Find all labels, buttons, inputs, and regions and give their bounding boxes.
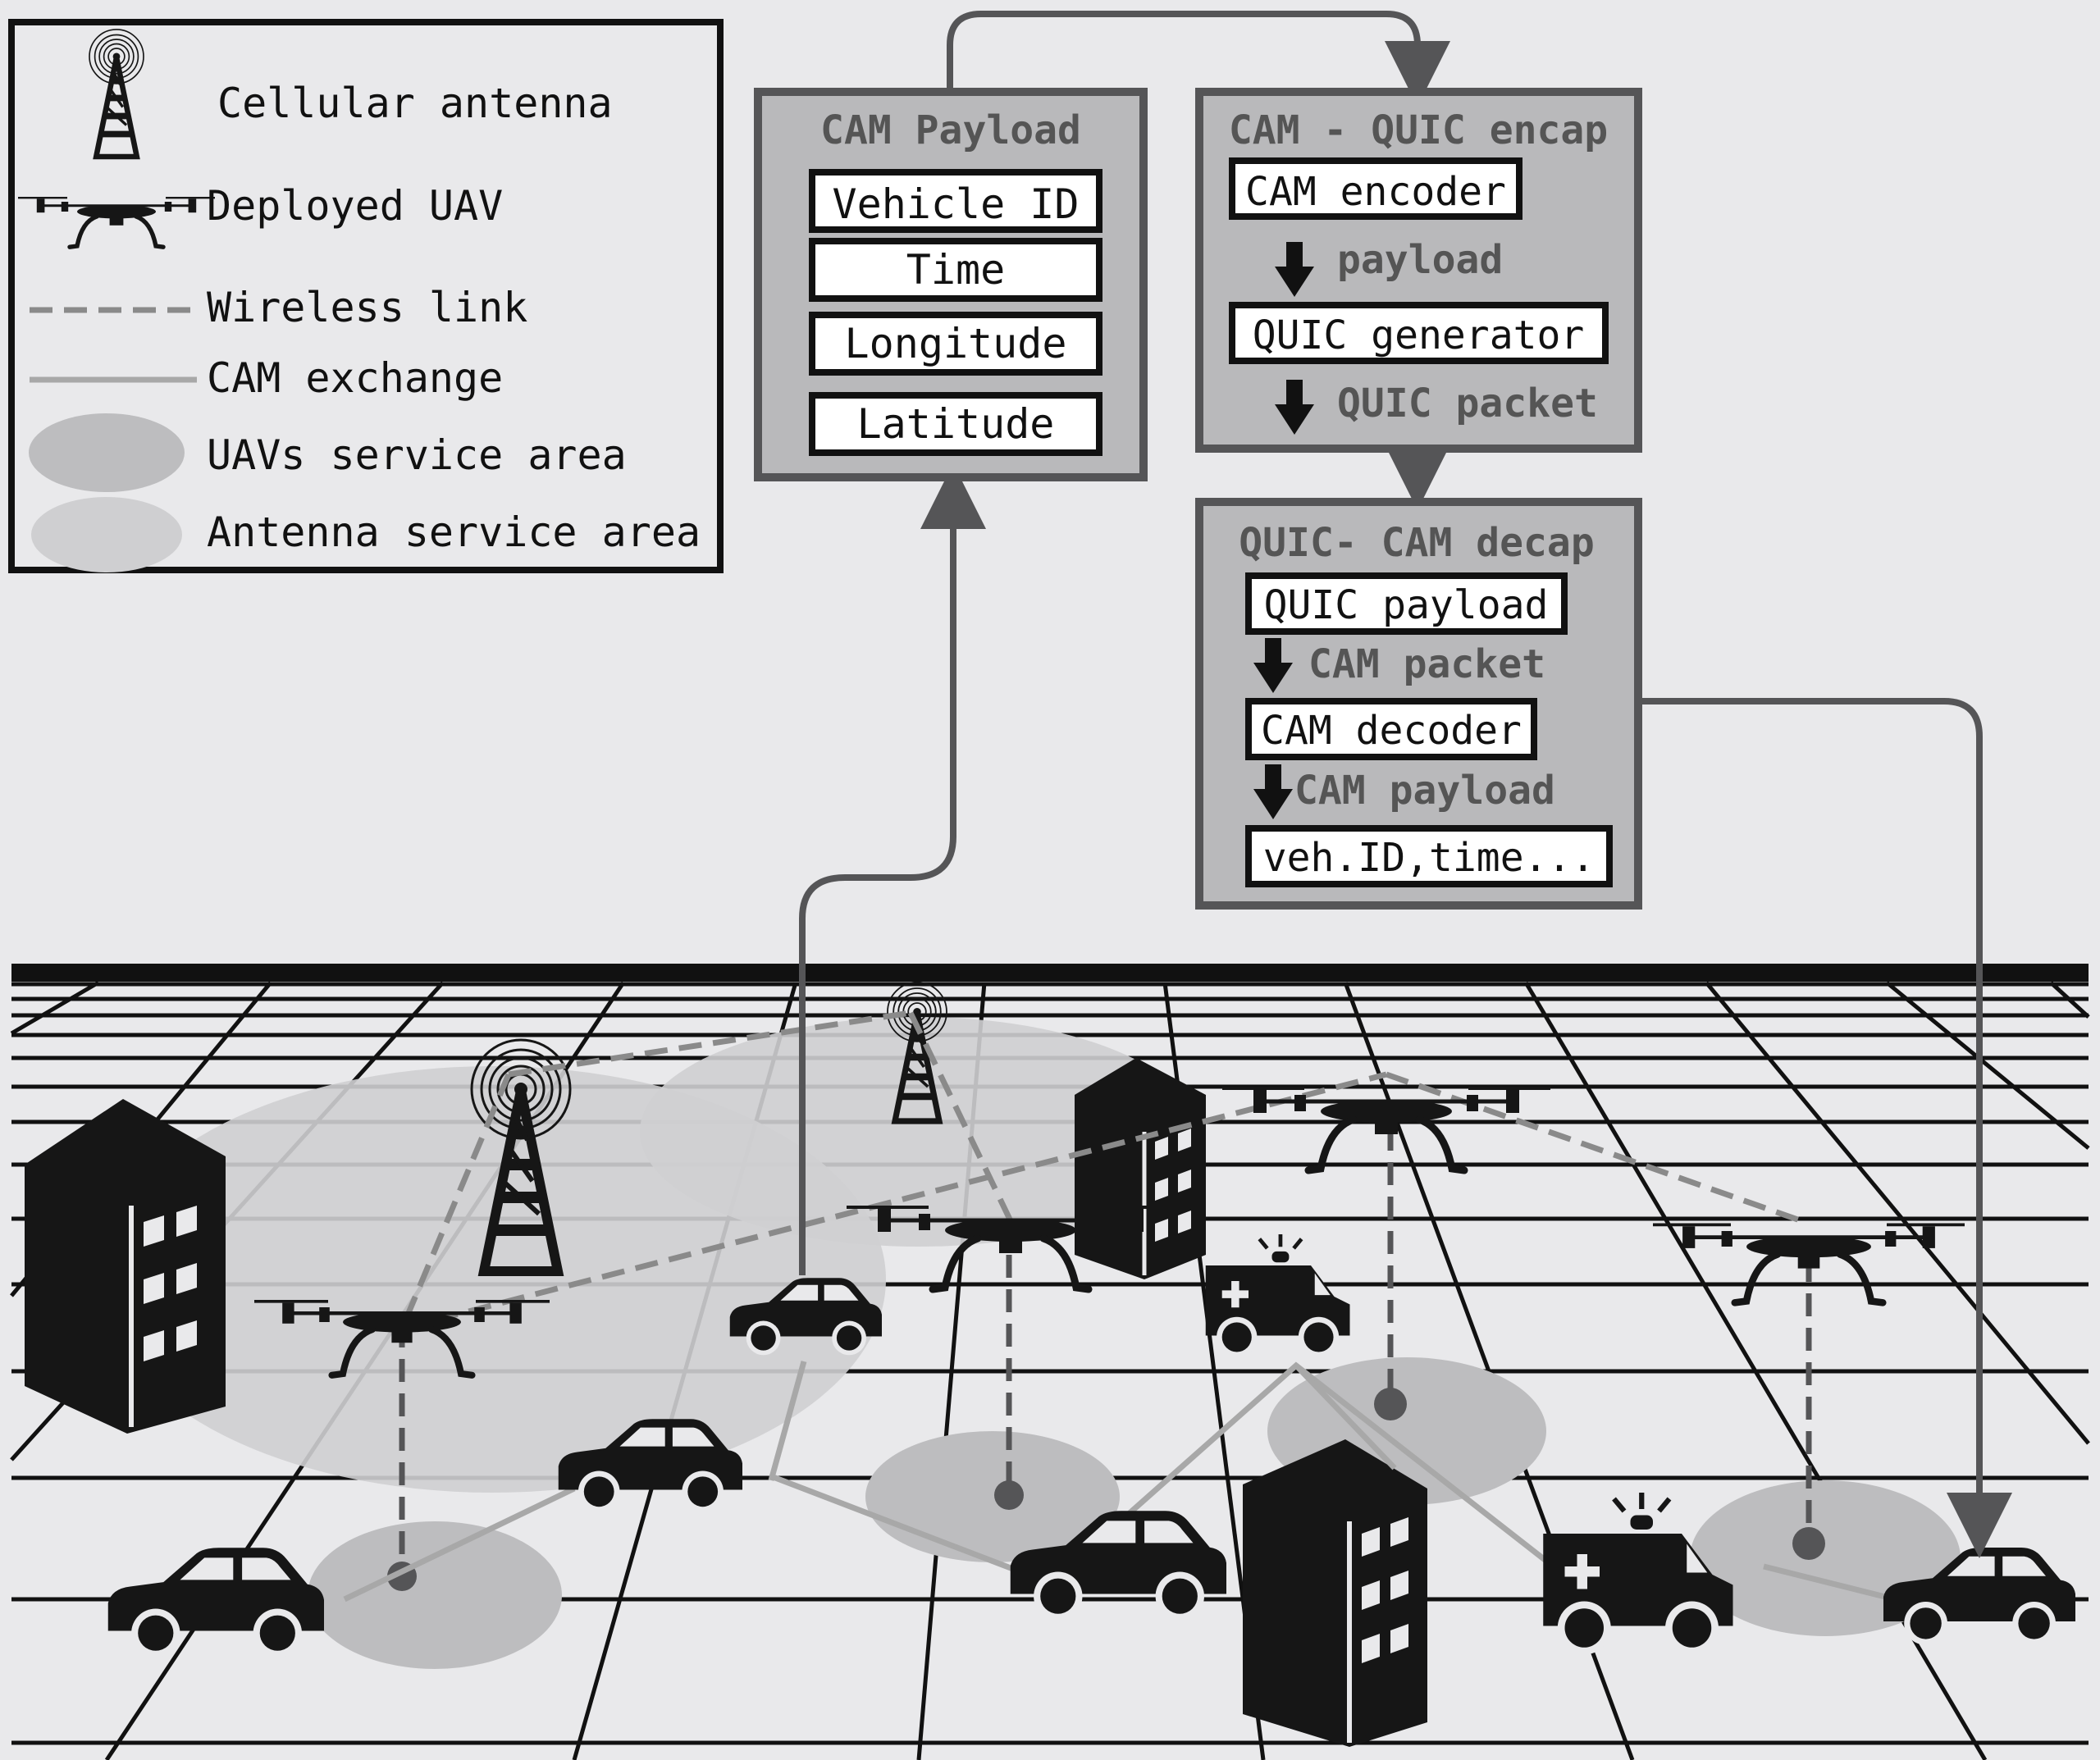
cam-payload-title: CAM Payload xyxy=(820,107,1081,153)
cam-payload-box: CAM Payload Vehicle ID Time Longitude La… xyxy=(754,88,1148,481)
legend-label-wireless: Wireless link xyxy=(207,284,527,331)
legend-label-uav: Deployed UAV xyxy=(207,182,503,230)
ambulance-icon xyxy=(1543,1493,1732,1655)
legend-label-antenna: Cellular antenna xyxy=(217,80,613,127)
wireless-links xyxy=(399,1010,1812,1575)
cellular-antenna-icon xyxy=(89,30,144,157)
building xyxy=(1075,1058,1206,1279)
encap-step-payload: payload xyxy=(1337,237,1503,283)
building xyxy=(25,1099,226,1434)
decap-box: QUIC- CAM decap QUIC payload CAM packet … xyxy=(1195,498,1642,910)
decap-box-cam-decoder: CAM decoder xyxy=(1261,708,1522,754)
uav-service-area-ellipse xyxy=(29,413,185,492)
encap-title: CAM - QUIC encap xyxy=(1229,107,1608,153)
building xyxy=(1243,1439,1427,1747)
field-vehicle-id: Vehicle ID xyxy=(832,180,1079,228)
legend-label-uav-area: UAVs service area xyxy=(207,431,627,479)
encap-box-encoder: CAM encoder xyxy=(1245,169,1506,215)
flow-connectors xyxy=(799,11,2012,1558)
deployed-uav-icon xyxy=(1653,1224,1965,1302)
decap-step-cam-packet: CAM packet xyxy=(1308,641,1545,687)
car-icon xyxy=(107,1548,324,1657)
deployed-uav-icon xyxy=(18,198,215,247)
down-arrow-icon xyxy=(1253,764,1293,819)
legend-label-cam: CAM exchange xyxy=(207,354,503,402)
down-arrow-icon xyxy=(1275,242,1314,297)
deployed-uav-icon xyxy=(1222,1088,1550,1170)
antenna-service-area-ellipse xyxy=(31,497,182,572)
antenna-service-area xyxy=(640,1017,1198,1247)
encap-step-quic-packet: QUIC packet xyxy=(1337,381,1598,426)
legend: Cellular antenna Deployed UAV Wireless l… xyxy=(8,19,724,573)
decap-box-result: veh.ID,time... xyxy=(1263,835,1596,881)
encap-box: CAM - QUIC encap CAM encoder payload QUI… xyxy=(1195,88,1642,453)
uav-ground-points xyxy=(387,1388,1825,1591)
down-arrow-icon xyxy=(1253,638,1293,693)
uav-service-area xyxy=(865,1431,1120,1562)
down-arrow-icon xyxy=(1275,380,1314,435)
field-time: Time xyxy=(906,246,1005,294)
decap-step-cam-payload: CAM payload xyxy=(1294,768,1555,814)
ambulance-icon xyxy=(1206,1234,1350,1357)
service-areas xyxy=(98,1017,1961,1669)
encap-box-quic-generator: QUIC generator xyxy=(1253,312,1585,358)
field-longitude: Longitude xyxy=(845,320,1067,367)
decap-title: QUIC- CAM decap xyxy=(1239,520,1594,566)
decap-box-quic-payload: QUIC payload xyxy=(1264,582,1549,628)
uav-service-area xyxy=(308,1521,562,1669)
legend-label-antenna-area: Antenna service area xyxy=(207,508,701,556)
field-latitude: Latitude xyxy=(857,400,1055,448)
